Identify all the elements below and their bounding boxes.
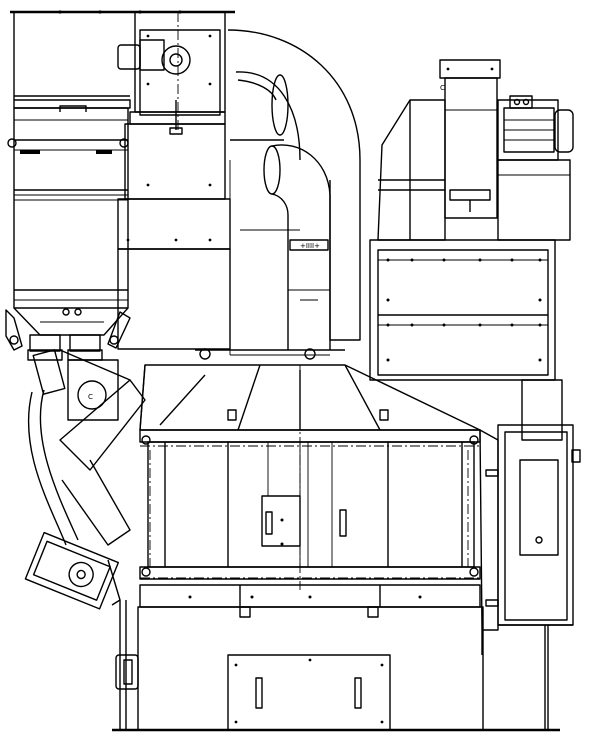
separator-column [117,123,300,355]
base-hopper [112,600,560,732]
top-drive-motor [58,10,226,135]
exhaust-fan: C [377,59,574,241]
feed-pipe: C [24,349,146,610]
svg-text:C: C [88,393,93,401]
svg-text:+IIII+: +IIII+ [300,242,320,250]
fan-label: C [440,84,445,92]
filter-housing [369,239,563,441]
control-cabinet [479,424,581,730]
storage-hopper [5,10,235,361]
air-ducts: +IIII+ [227,29,361,356]
main-cabinet [139,348,481,618]
